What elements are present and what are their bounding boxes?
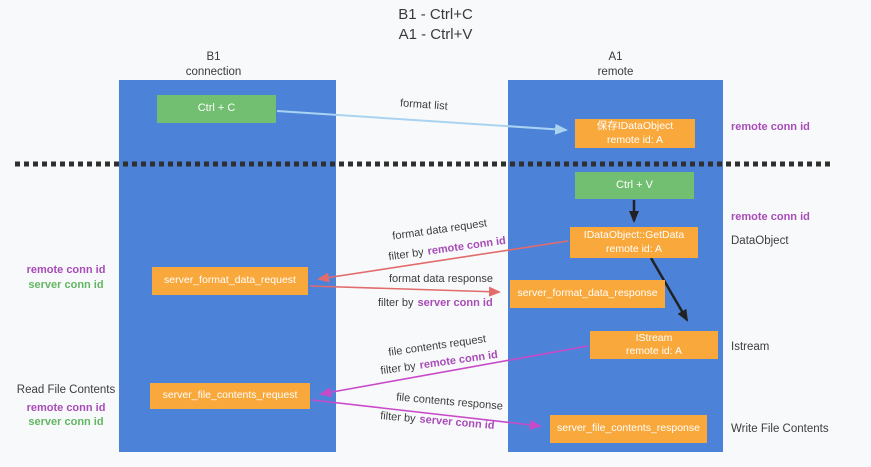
annotation-read-file-contents: Read File Contents xyxy=(16,384,116,396)
node-save-idataobject-line2: remote id: A xyxy=(606,133,664,146)
lane-header-a1: A1 remote xyxy=(508,50,723,80)
node-server-file-contents-response-label: server_file_contents_response xyxy=(556,422,700,435)
lane-a1-role: remote xyxy=(597,65,634,78)
node-server-format-data-request: server_format_data_request xyxy=(152,267,308,295)
node-getdata-line1: IDataObject::GetData xyxy=(583,229,685,242)
edge-label-format-list: format list xyxy=(400,97,448,112)
annotation-remote-conn-id-top: remote conn id xyxy=(731,121,810,133)
filter-prefix: filter by xyxy=(379,410,417,426)
filter-prefix: filter by xyxy=(379,360,417,378)
lane-b1-name: B1 xyxy=(206,51,221,63)
node-ctrl-v: Ctrl + V xyxy=(575,172,694,199)
node-idataobject-getdata: IDataObject::GetData remote id: A xyxy=(570,227,698,258)
edge-label-file-contents-response: file contents response xyxy=(396,391,504,412)
filter-key-server-conn-id: server conn id xyxy=(417,297,493,309)
format-list-text: format list xyxy=(399,97,449,113)
filter-key-remote-conn-id: remote conn id xyxy=(426,234,507,258)
node-ctrl-v-label: Ctrl + V xyxy=(616,178,653,191)
node-save-idataobject: 保存IDataObject remote id: A xyxy=(575,119,695,148)
annotation-dataobject: DataObject xyxy=(731,235,789,247)
node-istream: IStream remote id: A xyxy=(590,331,718,359)
node-ctrl-c: Ctrl + C xyxy=(157,95,276,123)
node-server-file-contents-request: server_file_contents_request xyxy=(150,383,310,409)
annotation-server-conn-id-left-1: server conn id xyxy=(28,279,104,291)
diagram-title: B1 - Ctrl+C A1 - Ctrl+V xyxy=(0,5,871,46)
annotation-write-file-contents: Write File Contents xyxy=(731,423,829,435)
annotation-remote-conn-id-left-2: remote conn id xyxy=(26,402,106,414)
file-contents-response-text: file contents response xyxy=(395,391,504,413)
lane-a1-name: A1 xyxy=(608,51,623,63)
node-server-format-data-response-label: server_format_data_response xyxy=(517,287,658,300)
node-server-format-data-response: server_format_data_response xyxy=(510,280,665,308)
node-istream-line2: remote id: A xyxy=(625,345,683,357)
node-getdata-line2: remote id: A xyxy=(605,242,663,255)
node-server-file-contents-response: server_file_contents_response xyxy=(550,415,707,443)
format-data-response-text: format data response xyxy=(389,273,493,285)
edge-label-format-data-response: format data response xyxy=(389,273,493,285)
filter-prefix: filter by xyxy=(387,246,425,264)
node-server-file-contents-request-label: server_file_contents_request xyxy=(162,389,298,402)
title-line-2: A1 - Ctrl+V xyxy=(398,26,473,44)
annotation-server-conn-id-left-2: server conn id xyxy=(28,416,104,428)
arrow-format-data-response xyxy=(309,285,501,297)
title-line-1: B1 - Ctrl+C xyxy=(398,6,473,23)
filter-key-server-conn-id: server conn id xyxy=(419,413,495,432)
annotation-remote-conn-id-left-1: remote conn id xyxy=(26,264,106,276)
node-istream-line1: IStream xyxy=(635,331,673,344)
lane-header-b1: B1 connection xyxy=(105,50,322,80)
node-ctrl-c-label: Ctrl + C xyxy=(197,102,236,115)
annotation-istream: Istream xyxy=(731,341,770,353)
filter-prefix: filter by xyxy=(378,297,414,309)
node-save-idataobject-line1: 保存IDataObject xyxy=(596,120,674,133)
lane-b1-role: connection xyxy=(185,65,242,78)
node-server-format-data-request-label: server_format_data_request xyxy=(164,274,296,287)
annotation-remote-conn-id-mid: remote conn id xyxy=(731,211,810,223)
